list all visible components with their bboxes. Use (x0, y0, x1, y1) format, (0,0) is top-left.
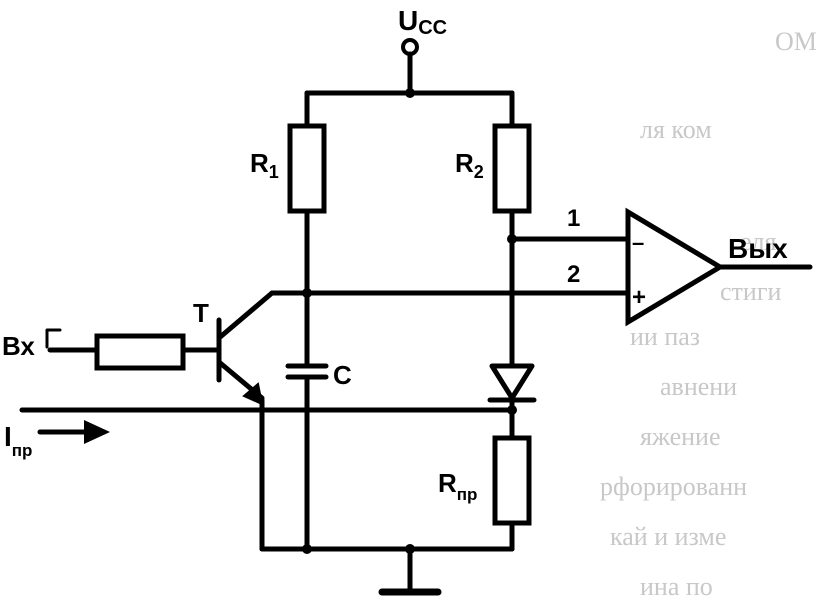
rpr-label: Rпр (438, 468, 477, 504)
junction-dot (405, 88, 415, 98)
bleed-line-7: рфорированн (600, 472, 747, 501)
r1-label: R1 (250, 148, 279, 182)
capacitor-label: C (333, 360, 352, 390)
current-label: Iпр (4, 421, 32, 460)
diode (487, 363, 537, 403)
bleed-line-10: ОМ (775, 27, 817, 56)
input-label: Вх (2, 331, 35, 361)
input-step-icon (45, 328, 62, 349)
bleed-line-2: еля (740, 227, 777, 256)
bleed-line-4: ии паз (630, 322, 700, 351)
capacitor-c (285, 335, 329, 552)
comparator-minus-sign: – (632, 230, 644, 255)
supply-terminal (401, 38, 419, 96)
bleed-line-5: авнени (660, 372, 737, 401)
bleed-line-1: ля ком (640, 115, 712, 144)
ground-icon (378, 546, 442, 596)
comparator-input-2-label: 2 (567, 261, 580, 288)
resistor-r1 (287, 123, 327, 214)
resistor-r2 (492, 123, 532, 214)
r2-label: R2 (455, 148, 484, 182)
output-label: Вых (728, 233, 788, 264)
transistor-label: T (193, 298, 209, 328)
comparator-plus-sign: + (632, 284, 646, 311)
input-resistor (94, 333, 186, 371)
bleed-line-3: стиги (720, 277, 781, 306)
junction-dot (302, 288, 312, 298)
bleed-line-8: кай и изме (610, 522, 726, 551)
background-bleed-text: ля ком еля стиги ии паз авнени яжение рф… (600, 27, 817, 601)
resistor-rpr (492, 435, 532, 526)
comparator-input-1-label: 1 (567, 205, 580, 232)
junction-dot (302, 544, 312, 554)
bleed-line-9: ина по (640, 572, 713, 601)
bleed-line-6: яжение (640, 422, 721, 451)
comparator (625, 207, 725, 327)
current-arrowhead-icon (84, 420, 110, 444)
transistor-t (216, 290, 275, 406)
supply-label: UCC (398, 5, 447, 39)
